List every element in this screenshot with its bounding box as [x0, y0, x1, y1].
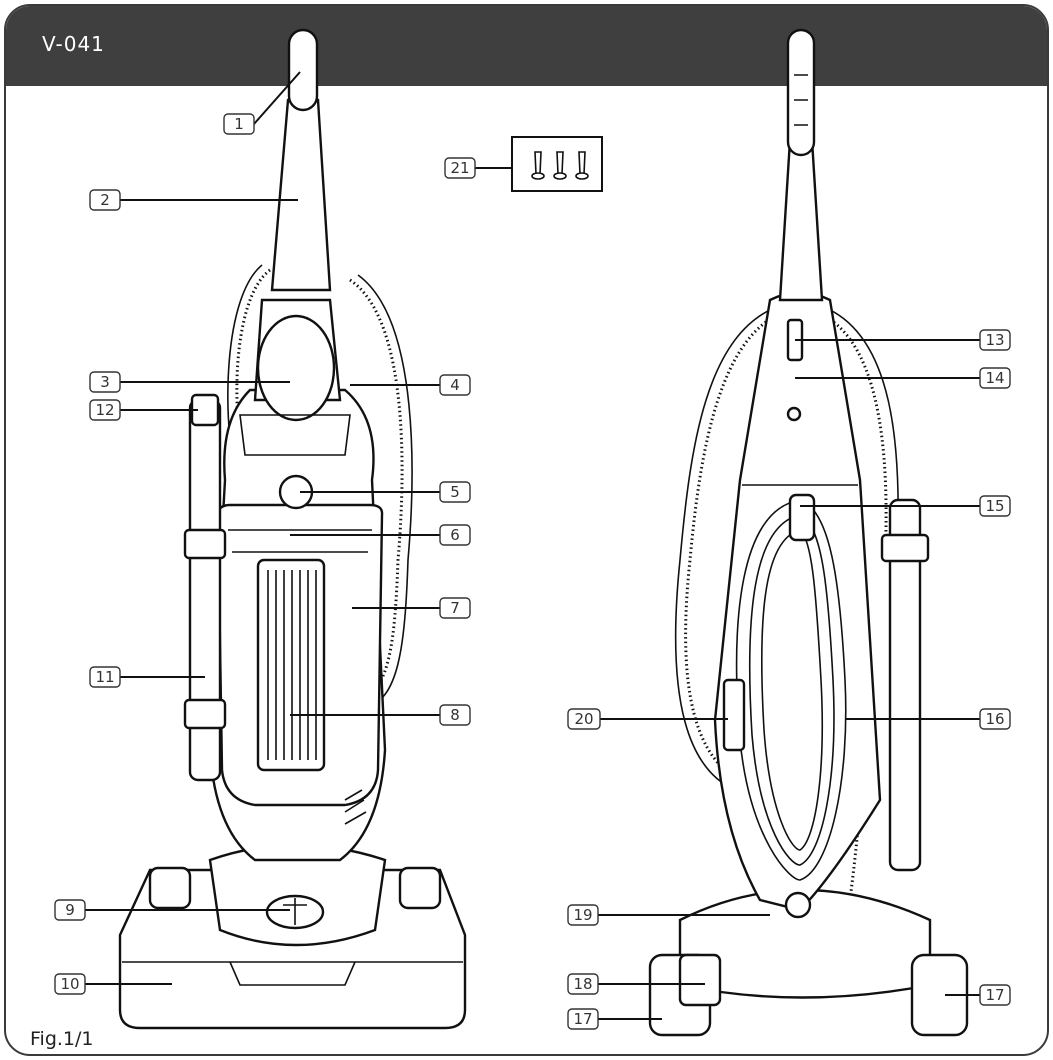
- handle-grip: [287, 28, 319, 112]
- callout-10: 10: [54, 973, 86, 995]
- callout-3: 3: [89, 371, 121, 393]
- handle-tube: [270, 98, 332, 292]
- cyclone-top: [256, 314, 336, 422]
- rear-view-vacuum: [648, 28, 969, 1037]
- svg-text:11: 11: [95, 668, 114, 686]
- callout-11: 11: [89, 666, 121, 688]
- callout-13: 13: [979, 329, 1011, 351]
- callout-17-right: 17: [979, 984, 1011, 1006]
- screw-icon: [575, 151, 589, 180]
- svg-text:13: 13: [985, 331, 1004, 349]
- callout-9: 9: [54, 899, 86, 921]
- callout-12: 12: [89, 399, 121, 421]
- screw-icon: [531, 151, 545, 180]
- screws-box: [511, 136, 603, 192]
- callout-2: 2: [89, 189, 121, 211]
- svg-text:17: 17: [573, 1010, 592, 1028]
- callout-15: 15: [979, 495, 1011, 517]
- callout-1: 1: [223, 113, 255, 135]
- callout-21: 21: [444, 157, 476, 179]
- leader-lines: [85, 71, 980, 1020]
- screw-icon: [553, 151, 567, 180]
- svg-text:17: 17: [985, 986, 1004, 1004]
- callout-17-left: 17: [567, 1008, 599, 1030]
- svg-text:3: 3: [100, 373, 110, 391]
- svg-text:20: 20: [574, 710, 593, 728]
- svg-text:9: 9: [65, 901, 75, 919]
- svg-text:5: 5: [450, 483, 460, 501]
- callout-19: 19: [567, 904, 599, 926]
- callout-7: 7: [439, 597, 471, 619]
- figure-caption: Fig.1/1: [30, 1028, 94, 1050]
- svg-text:6: 6: [450, 526, 460, 544]
- svg-text:21: 21: [450, 159, 469, 177]
- header-bar: V-041: [6, 6, 1047, 86]
- svg-text:7: 7: [450, 599, 460, 617]
- svg-text:10: 10: [60, 975, 79, 993]
- callout-8: 8: [439, 704, 471, 726]
- callout-14: 14: [979, 367, 1011, 389]
- svg-text:4: 4: [450, 376, 460, 394]
- callout-6: 6: [439, 524, 471, 546]
- callout-5: 5: [439, 481, 471, 503]
- model-code: V-041: [42, 32, 105, 56]
- svg-text:19: 19: [573, 906, 592, 924]
- callout-18: 18: [567, 973, 599, 995]
- svg-text:1: 1: [234, 115, 244, 133]
- svg-text:15: 15: [985, 497, 1004, 515]
- front-view-vacuum: [118, 28, 467, 1030]
- svg-text:14: 14: [985, 369, 1004, 387]
- callout-4: 4: [439, 374, 471, 396]
- callout-20: 20: [567, 708, 601, 730]
- svg-text:16: 16: [985, 710, 1004, 728]
- svg-text:12: 12: [95, 401, 114, 419]
- svg-text:8: 8: [450, 706, 460, 724]
- svg-text:18: 18: [573, 975, 592, 993]
- callout-16: 16: [979, 708, 1011, 730]
- svg-text:2: 2: [100, 191, 110, 209]
